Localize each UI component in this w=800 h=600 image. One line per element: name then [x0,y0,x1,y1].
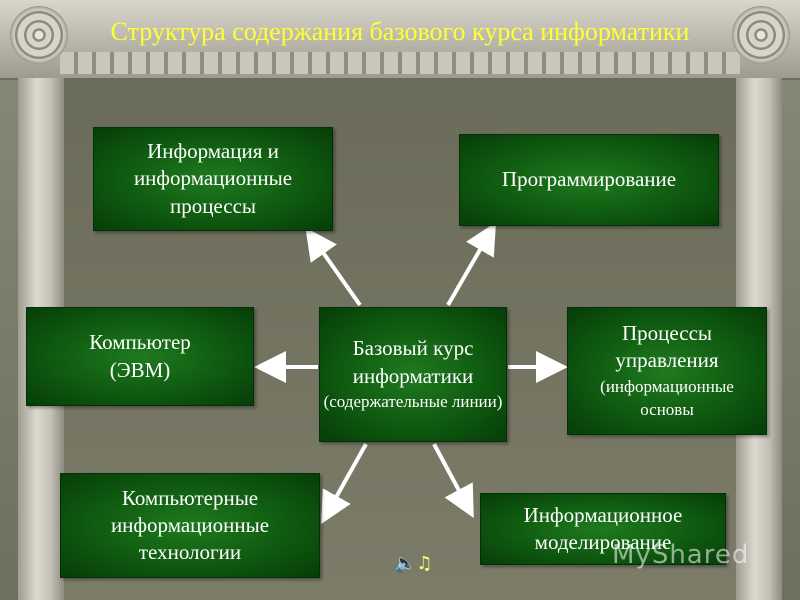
node-modeling-label: Информационное моделирование [523,502,683,554]
node-center-label: Базовый курс информатики [352,336,474,388]
node-info: Информация и информационные процессы [93,127,333,231]
column-capital [0,0,800,80]
left-volute-icon [10,6,68,64]
watermark: MyShared [612,540,750,570]
node-control-sublabel: (информационные основы [600,376,734,420]
node-tech-label: Компьютерные информационные технологии [110,485,270,565]
node-control: Процессы управления (информационные осно… [567,307,767,435]
right-volute-icon [732,6,790,64]
node-computer-label: Компьютер (ЭВМ) [89,330,191,382]
node-computer: Компьютер (ЭВМ) [26,307,254,406]
node-programming: Программирование [459,134,719,226]
node-center-sublabel: (содержательные линии) [323,391,503,411]
node-programming-label: Программирование [501,167,677,192]
capital-band [60,52,740,74]
node-tech: Компьютерные информационные технологии [60,473,320,578]
node-center: Базовый курс информатики (содержательные… [319,307,507,442]
speaker-icon[interactable]: 🔈♫ [394,553,433,574]
slide-title: Структура содержания базового курса инфо… [110,17,690,46]
node-modeling: Информационное моделирование [480,493,726,565]
node-control-label: Процессы управления [615,320,719,373]
node-info-label: Информация и информационные процессы [133,139,293,218]
